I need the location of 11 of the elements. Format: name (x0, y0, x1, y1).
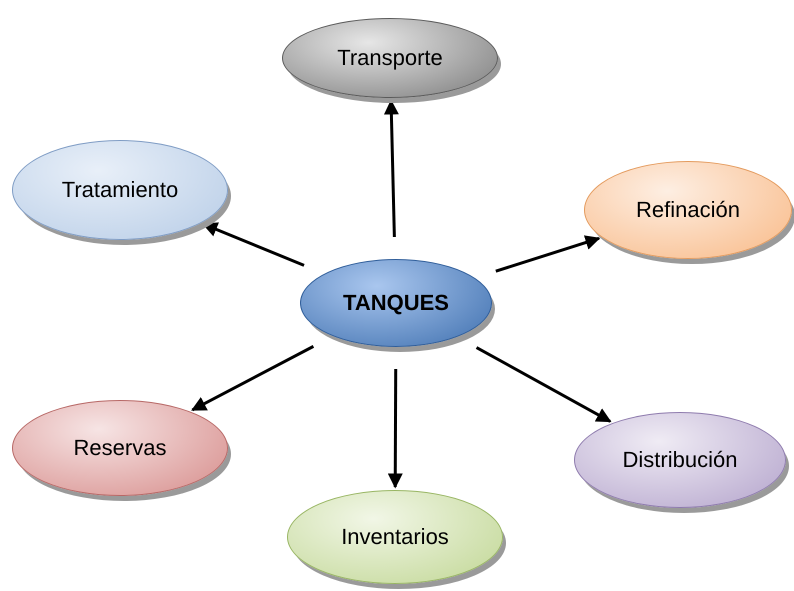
arrow (388, 368, 403, 488)
node-label: Inventarios (341, 524, 449, 550)
node-label: Distribución (622, 447, 738, 473)
node-label: Tratamiento (62, 177, 178, 203)
node-label: Transporte (337, 45, 443, 71)
node-label: Refinación (636, 197, 740, 223)
arrow (495, 235, 600, 273)
arrow (476, 346, 612, 423)
node-label: TANQUES (343, 290, 449, 316)
arrow (191, 345, 314, 412)
node-label: Reservas (74, 435, 166, 461)
